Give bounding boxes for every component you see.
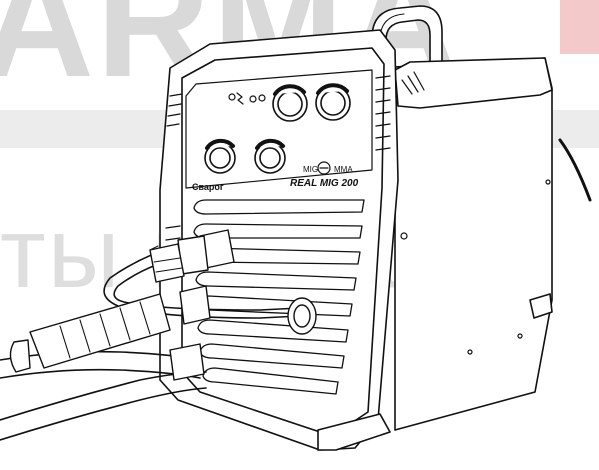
- bezel-ribs-left: [165, 93, 183, 265]
- carry-handle: [371, 5, 443, 73]
- rear-foot: [529, 293, 553, 319]
- indicator-icons: [228, 92, 266, 105]
- knob-voltage: [315, 83, 351, 121]
- knob-current: [254, 138, 286, 174]
- torch-handle: [9, 293, 171, 373]
- watermark-red-mark: [560, 0, 599, 54]
- top-rail: [394, 57, 553, 109]
- side-screw: [400, 232, 408, 240]
- mode-switch: [317, 161, 331, 175]
- switch-left-label: MIG: [303, 165, 318, 174]
- front-foot: [317, 413, 391, 451]
- side-panel: [377, 57, 553, 431]
- model-label: REAL MIG 200: [290, 178, 359, 189]
- ventilation-grille: [193, 199, 365, 395]
- knob-inductance: [204, 138, 236, 174]
- euro-connector: [149, 229, 235, 283]
- bezel-ribs-right: [375, 75, 391, 151]
- brand-label: Сварог: [192, 182, 224, 192]
- gas-hose: [558, 138, 592, 202]
- knob-wire-speed: [272, 84, 308, 122]
- power-connectors: [169, 285, 317, 381]
- switch-right-label: MMA: [334, 165, 353, 174]
